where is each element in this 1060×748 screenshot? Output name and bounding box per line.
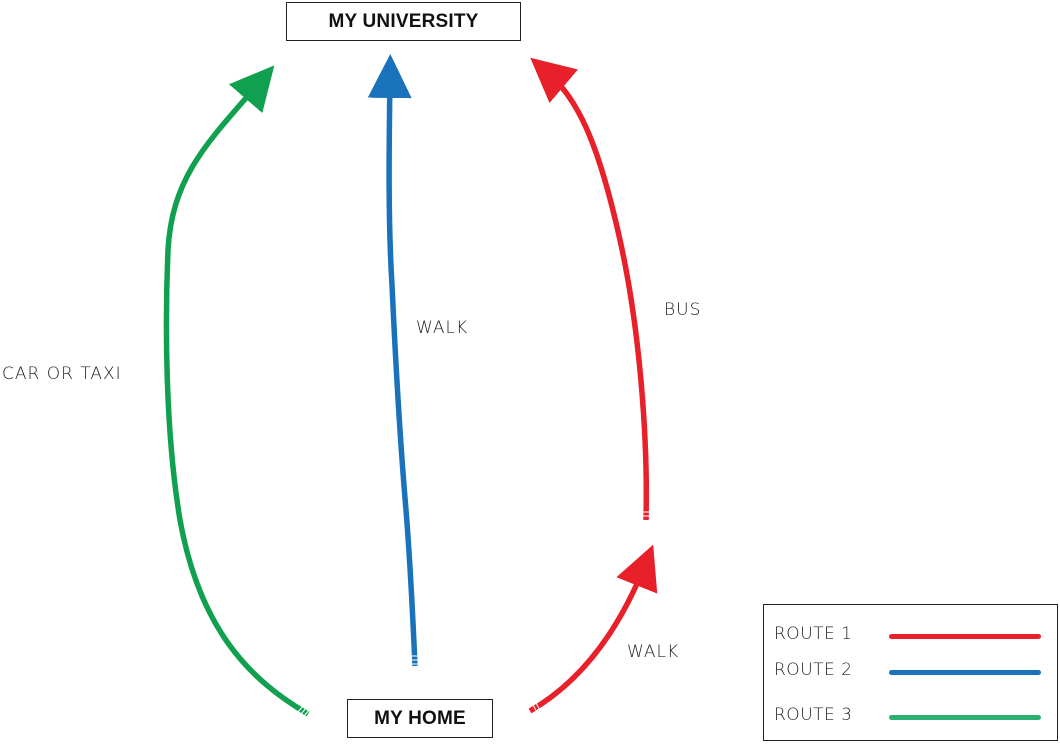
edge-label-walk-route1: WALK — [627, 642, 680, 662]
legend-item-route-2: ROUTE 2 — [774, 660, 1044, 684]
legend-item-route-1: ROUTE 1 — [774, 624, 1044, 648]
route1-walk-arrow — [528, 544, 658, 714]
route3-arrow — [163, 65, 310, 717]
university-node: MY UNIVERSITY — [286, 2, 521, 41]
edge-label-car-or-taxi: CAR OR TAXI — [2, 364, 122, 384]
legend-label: ROUTE 1 — [774, 624, 853, 644]
home-label: MY HOME — [374, 707, 466, 729]
home-node: MY HOME — [347, 699, 493, 738]
legend-swatch — [889, 634, 1041, 639]
route2-tail-ticks — [410, 655, 420, 665]
route2-arrow — [367, 54, 418, 667]
legend-label: ROUTE 3 — [774, 705, 853, 725]
legend: ROUTE 1 ROUTE 2 ROUTE 3 — [763, 604, 1058, 741]
route1-bus-arrow — [530, 57, 650, 521]
edge-label-walk-route2: WALK — [416, 318, 469, 338]
legend-swatch — [889, 670, 1041, 675]
legend-item-route-3: ROUTE 3 — [774, 705, 1044, 729]
route1-walk-tail-ticks — [532, 702, 542, 715]
route3-tail-ticks — [297, 704, 311, 717]
university-label: MY UNIVERSITY — [328, 10, 479, 32]
legend-label: ROUTE 2 — [774, 660, 853, 680]
legend-swatch — [889, 715, 1041, 720]
route1-bus-tail-ticks — [641, 511, 651, 517]
edge-label-bus: BUS — [664, 300, 702, 320]
